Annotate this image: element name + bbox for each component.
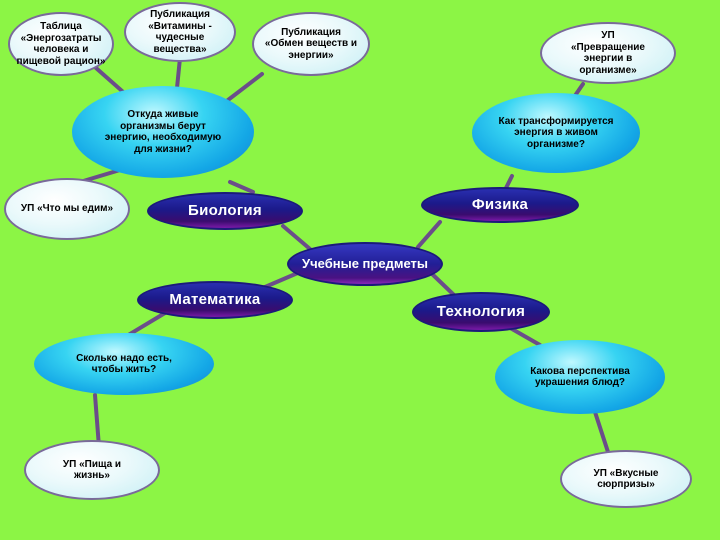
output-metabolism: Публикация «Обмен веществ и энергии»: [252, 12, 370, 76]
question-biology: Откуда живые организмы берут энергию, не…: [72, 86, 254, 178]
link-center-biology: [281, 224, 312, 251]
output-surprises-text: УП «Вкусные сюрпризы»: [593, 467, 659, 491]
question-biology-text: Откуда живые организмы берут энергию, не…: [104, 109, 222, 155]
subject-technology-label: Технология: [436, 303, 526, 321]
subject-biology: Биология: [147, 192, 303, 230]
question-math: Сколько надо есть, чтобы жить?: [34, 333, 214, 395]
center-label: Учебные предметы: [302, 255, 428, 271]
link-center-technology: [428, 270, 457, 298]
output-table: Таблица «Энергозатраты человека и пищево…: [8, 12, 114, 76]
output-table-text: Таблица «Энергозатраты человека и пищево…: [16, 21, 106, 67]
output-vitamins-text: Публикация «Витамины - чудесные вещества…: [148, 9, 212, 55]
link-surprises: [593, 410, 610, 454]
subject-technology: Технология: [412, 292, 550, 332]
subject-math-label: Математика: [169, 291, 261, 309]
question-physics: Как трансформируется энергия в живом орг…: [472, 93, 640, 173]
question-technology: Какова перспектива украшения блюд?: [495, 340, 665, 414]
link-metabolism: [226, 72, 264, 102]
output-transformation: УП «Превращение энергии в организме»: [540, 22, 676, 84]
output-surprises: УП «Вкусные сюрпризы»: [560, 450, 692, 508]
link-center-physics: [416, 220, 442, 249]
subject-math: Математика: [137, 281, 293, 319]
output-food-life-text: УП «Пища и жизнь»: [62, 458, 122, 482]
subject-physics-label: Физика: [471, 196, 529, 214]
output-food-life: УП «Пища и жизнь»: [24, 440, 160, 500]
output-transformation-text: УП «Превращение энергии в организме»: [571, 30, 645, 76]
link-vitamins: [175, 56, 182, 90]
subject-biology-label: Биология: [188, 202, 262, 220]
question-math-text: Сколько надо есть, чтобы жить?: [76, 352, 172, 376]
question-physics-text: Как трансформируется энергия в живом орг…: [498, 115, 614, 150]
center-node: Учебные предметы: [287, 242, 443, 286]
link-biology-question: [228, 180, 255, 194]
output-what-we-eat: УП «Что мы едим»: [4, 178, 130, 240]
output-what-we-eat-text: УП «Что мы едим»: [20, 203, 114, 215]
question-technology-text: Какова перспектива украшения блюд?: [530, 365, 630, 389]
output-metabolism-text: Публикация «Обмен веществ и энергии»: [264, 26, 358, 61]
subject-physics: Физика: [421, 187, 579, 223]
output-vitamins: Публикация «Витамины - чудесные вещества…: [124, 2, 236, 62]
